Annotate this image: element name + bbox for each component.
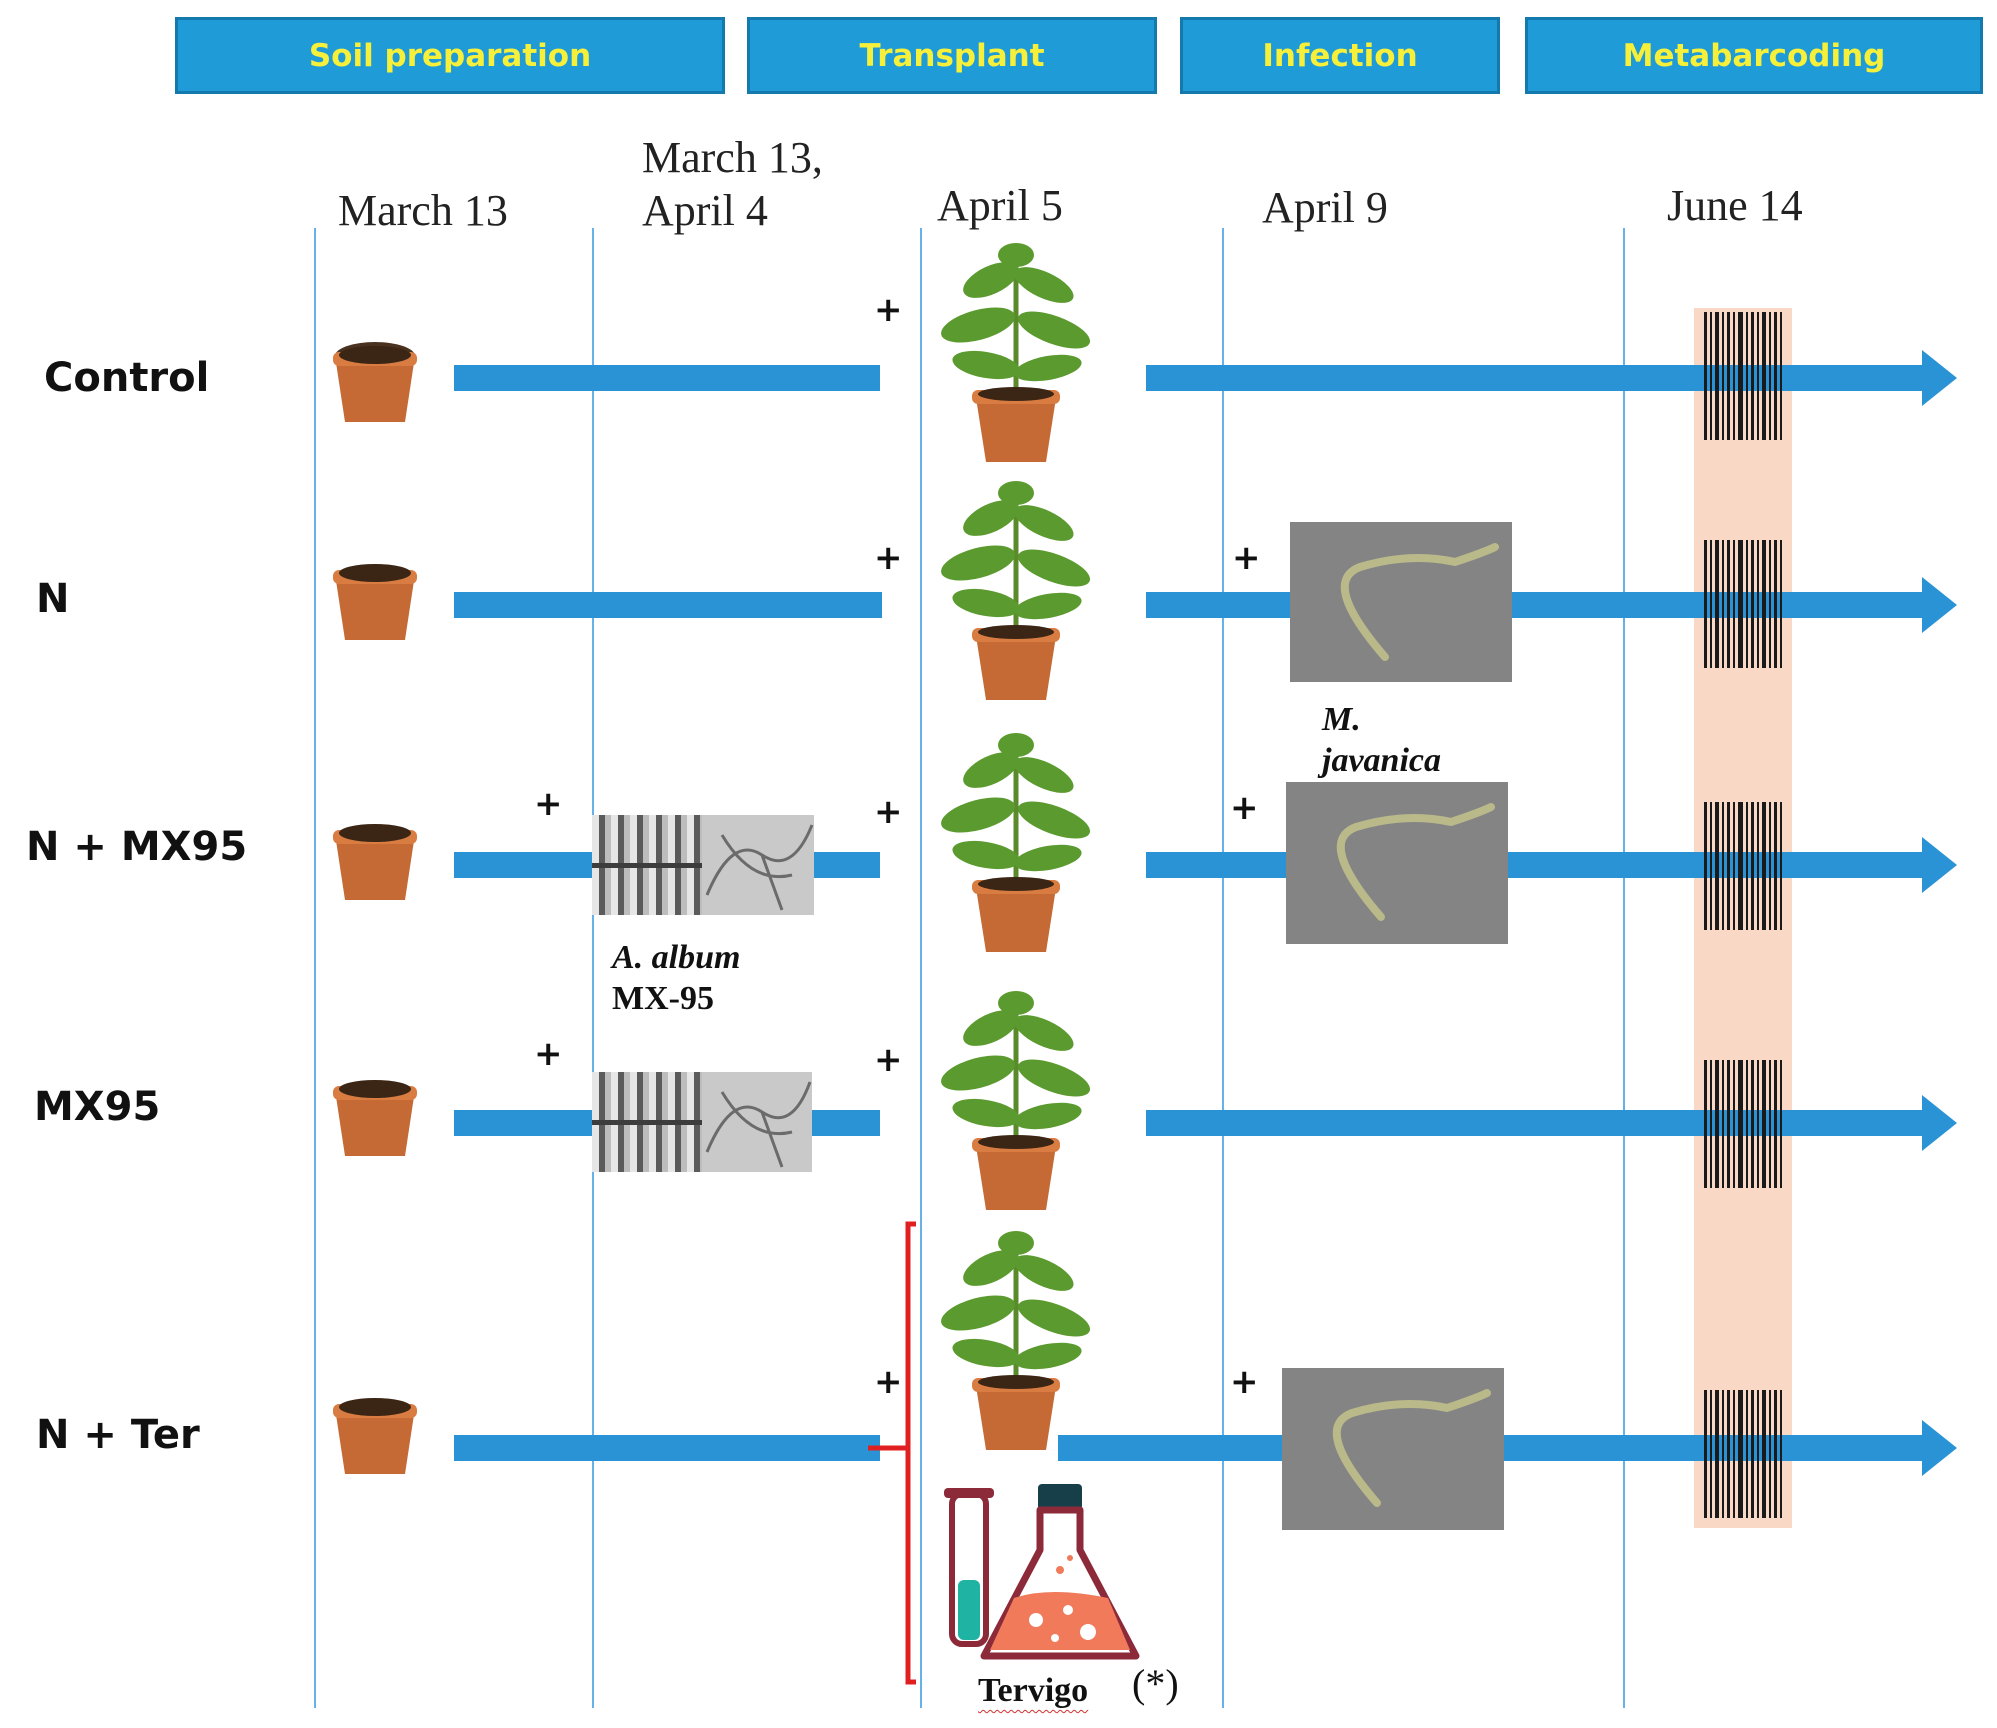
plus-sign: + [874,1040,903,1080]
row-control-bar-1 [454,365,880,391]
nematode-micrograph [1282,1368,1504,1530]
soil-pot-icon [333,342,417,422]
hyphae-micrograph [702,815,814,915]
date-line-2: April 4 [642,185,768,235]
shelf [592,1120,702,1125]
row-n-bar-1 [454,592,882,618]
barcode-icon [1704,540,1782,668]
plus-sign: + [534,784,563,824]
fungus-caption: A. album MX-95 [612,938,740,1020]
plus-sign: + [874,1362,903,1402]
phase-infection: Infection [1180,17,1500,94]
fungus-strain: MX-95 [612,979,714,1017]
phase-transplant: Transplant [747,17,1157,94]
plus-sign: + [874,792,903,832]
shelf [592,863,702,868]
treatment-bracket [868,1221,916,1685]
tomato-plant-icon [941,991,1091,1210]
date-june-14: June 14 [1667,181,1803,230]
row-n-mx95-arrowhead-icon [1922,837,1957,893]
plus-sign: + [874,290,903,330]
date-march-13: March 13 [338,186,508,235]
nematode-genus: M. [1322,701,1361,738]
row-n-ter-bar-1 [454,1435,880,1461]
date-april-5: April 5 [937,181,1063,230]
barcode-icon [1704,802,1782,930]
date-march-13-april-4: March 13, April 4 [642,132,823,238]
timeline-line-5 [1623,228,1625,1708]
plus-sign: + [1230,788,1259,828]
plus-sign: + [1230,1362,1259,1402]
row-n-bar-2 [1146,592,1926,618]
row-mx95-bar-2 [1146,1110,1926,1136]
plus-sign: + [874,538,903,578]
soil-pot-icon [333,824,417,900]
tomato-plant-icon [941,481,1091,700]
fungus-culture-photo [592,1072,812,1172]
fungus-culture-photo [592,815,814,915]
barcode-icon [1704,312,1782,440]
nematode-micrograph [1286,782,1508,944]
row-control-arrowhead-icon [1922,350,1957,406]
soil-pot-icon [333,1080,417,1156]
tomato-plant-icon [941,733,1091,952]
row-label-mx95: MX95 [34,1084,161,1130]
soil-pot-icon [333,564,417,640]
soil-pot-icon [333,1398,417,1474]
nematode-species: javanica [1322,741,1441,779]
phase-soil-preparation: Soil preparation [175,17,725,94]
row-label-n-mx95: N + MX95 [26,824,248,870]
nematode-micrograph [1290,522,1512,682]
timeline-line-4 [1222,228,1224,1708]
tomato-plant-icon [941,1231,1091,1450]
fungus-species: A. album [612,939,741,976]
row-label-n-ter: N + Ter [36,1412,200,1458]
row-n-mx95-bar-2 [1146,852,1926,878]
row-n-arrowhead-icon [1922,577,1957,633]
row-mx95-arrowhead-icon [1922,1095,1957,1151]
barcode-icon [1704,1390,1782,1518]
timeline-line-2 [592,228,594,1708]
tomato-plant-icon [941,243,1091,462]
row-label-n: N [36,576,70,622]
row-n-ter-arrowhead-icon [1922,1420,1957,1476]
row-control-bar-2 [1146,365,1926,391]
timeline-line-1 [314,228,316,1708]
nematode-caption: M. javanica [1322,700,1441,782]
row-label-control: Control [44,355,210,401]
plus-sign: + [1232,538,1261,578]
lab-flask-icon [944,1484,1140,1660]
tervigo-footnote-marker: (*) [1132,1661,1179,1706]
timeline-line-3 [920,228,922,1708]
barcode-icon [1704,1060,1782,1188]
plus-sign: + [534,1034,563,1074]
phase-metabarcoding: Metabarcoding [1525,17,1983,94]
date-line-1: March 13, [642,133,823,182]
hyphae-micrograph [702,1072,812,1172]
date-april-9: April 9 [1262,183,1388,232]
tervigo-label: Tervigo [978,1672,1089,1709]
